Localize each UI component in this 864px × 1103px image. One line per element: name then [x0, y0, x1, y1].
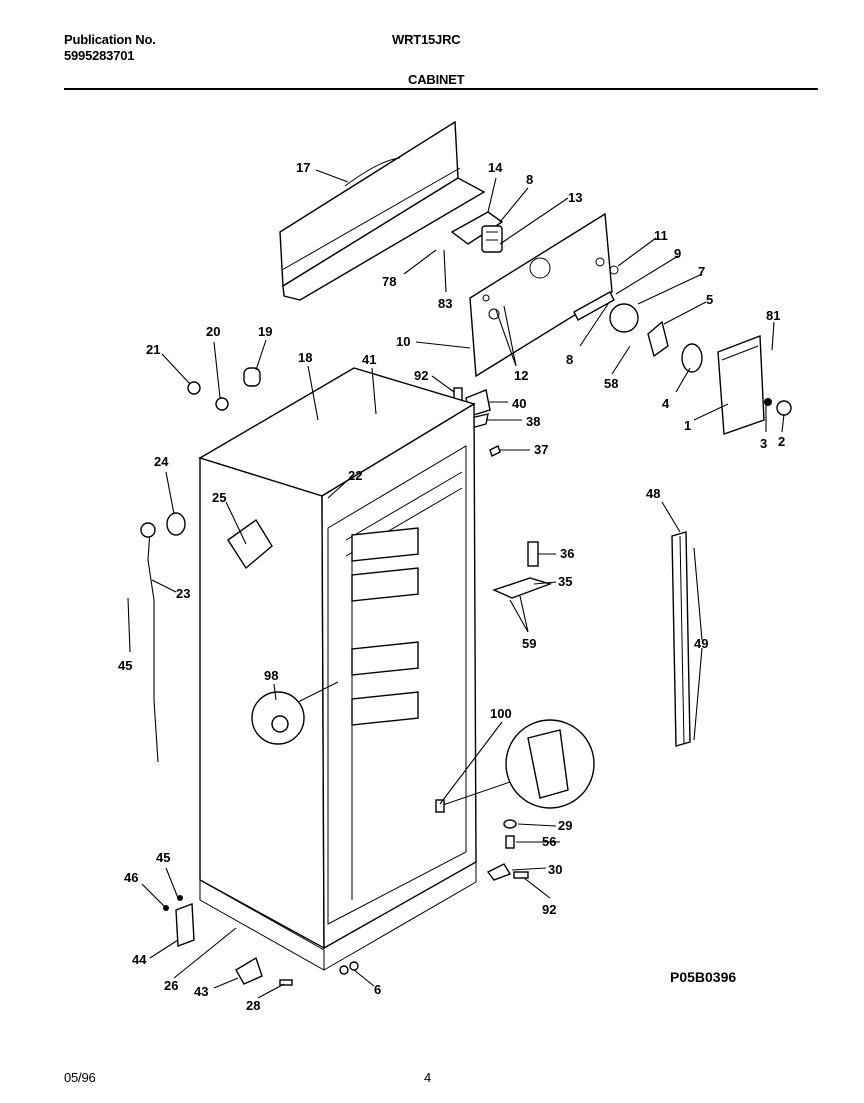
label-36: 36: [560, 546, 574, 561]
label-78: 78: [382, 274, 396, 289]
part-labels: 17 14 8 13 78 83 11 9 7 5 81 10 8 12 58 …: [118, 160, 785, 1013]
header-rule: [64, 88, 818, 90]
diagram-code: P05B0396: [670, 969, 736, 985]
label-26: 26: [164, 978, 178, 993]
part-35-36-59-hinge: [492, 541, 553, 599]
part-19-20-21-small-parts: [187, 367, 261, 411]
label-3: 3: [760, 436, 767, 451]
part-7-9-thermostat: [573, 265, 639, 333]
label-29: 29: [558, 818, 572, 833]
footer-page-number: 4: [424, 1070, 432, 1085]
label-100: 100: [490, 706, 512, 721]
label-8: 8: [526, 172, 533, 187]
label-8b: 8: [566, 352, 573, 367]
part-98-plug-detail: [251, 681, 339, 745]
part-23-24-door-rod: [140, 512, 186, 763]
label-49: 49: [694, 636, 708, 651]
label-28: 28: [246, 998, 260, 1013]
label-43: 43: [194, 984, 208, 999]
label-19: 19: [258, 324, 272, 339]
label-10: 10: [396, 334, 410, 349]
part-25-side-bracket: [227, 518, 273, 570]
label-37: 37: [534, 442, 548, 457]
section-title: CABINET: [408, 72, 465, 87]
model-number: WRT15JRC: [392, 32, 461, 47]
publication-label: Publication No.: [64, 32, 156, 47]
part-17-top-panel: [279, 120, 486, 301]
part-29-30-56-92-lower-parts: [486, 819, 529, 881]
label-2: 2: [778, 434, 785, 449]
part-100-clip-detail: [435, 719, 595, 813]
label-23: 23: [176, 586, 190, 601]
label-48: 48: [646, 486, 660, 501]
label-44: 44: [132, 952, 147, 967]
label-13: 13: [568, 190, 582, 205]
label-56: 56: [542, 834, 556, 849]
label-5: 5: [706, 292, 713, 307]
part-13-14-light-bracket: [450, 211, 504, 253]
label-81: 81: [766, 308, 780, 323]
cabinet-body: [198, 367, 477, 971]
leader-lines: [127, 169, 785, 999]
label-24: 24: [154, 454, 169, 469]
label-4: 4: [662, 396, 670, 411]
label-92: 92: [414, 368, 428, 383]
label-46: 46: [124, 870, 138, 885]
label-17: 17: [296, 160, 310, 175]
label-38: 38: [526, 414, 540, 429]
label-58: 58: [604, 376, 618, 391]
label-12: 12: [514, 368, 528, 383]
label-9: 9: [674, 246, 681, 261]
label-45: 45: [118, 658, 132, 673]
label-35: 35: [558, 574, 572, 589]
label-22: 22: [348, 468, 362, 483]
label-30: 30: [548, 862, 562, 877]
label-20: 20: [206, 324, 220, 339]
label-40: 40: [512, 396, 526, 411]
label-45b: 45: [156, 850, 170, 865]
part-5-4-1-light-cover: [647, 320, 792, 435]
label-14: 14: [488, 160, 503, 175]
footer-date: 05/96: [64, 1070, 96, 1085]
label-1: 1: [684, 418, 691, 433]
label-92b: 92: [542, 902, 556, 917]
label-6: 6: [374, 982, 381, 997]
label-59: 59: [522, 636, 536, 651]
publication-number: 5995283701: [64, 48, 135, 63]
label-83: 83: [438, 296, 452, 311]
label-11: 11: [654, 228, 668, 243]
label-18: 18: [298, 350, 312, 365]
label-21: 21: [146, 342, 160, 357]
label-41: 41: [362, 352, 376, 367]
label-98: 98: [264, 668, 278, 683]
label-25: 25: [212, 490, 226, 505]
label-7: 7: [698, 264, 705, 279]
part-48-49-trim-strip: [671, 531, 691, 747]
